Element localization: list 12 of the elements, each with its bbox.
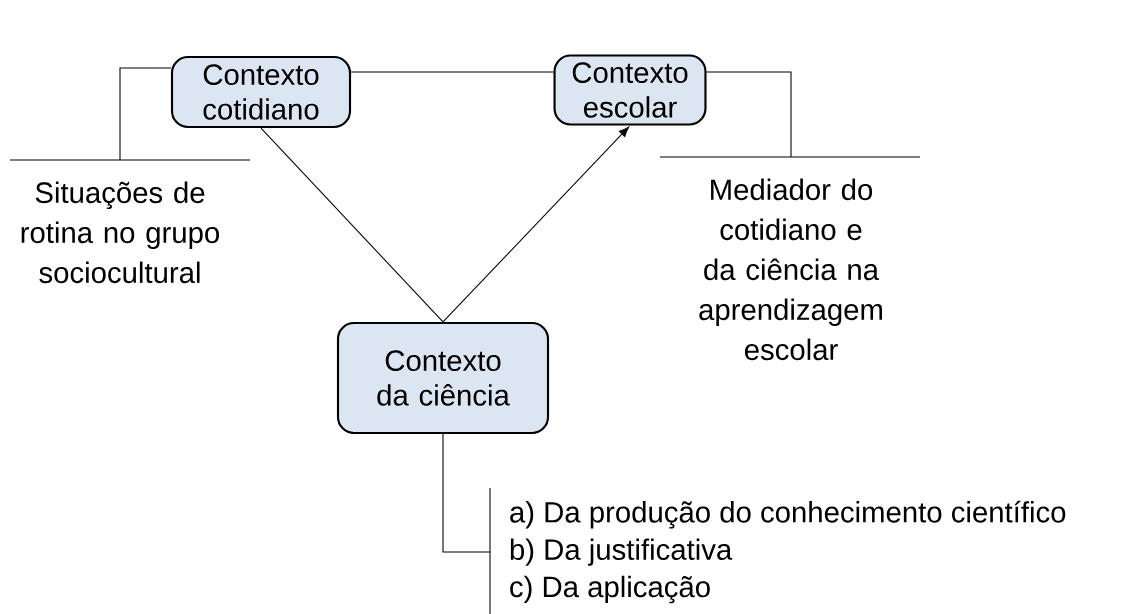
- connector-line: [350, 71, 554, 73]
- arrow: [442, 126, 630, 323]
- leader-line: [442, 433, 491, 553]
- context-box: Contexto cotidiano: [170, 55, 352, 129]
- leader-line: [706, 71, 792, 158]
- note-text: Situações de rotina no grupo sociocultural: [21, 181, 219, 284]
- list-text: a) Da produção do conhecimento científico b) Da justificativa c) Da aplicação: [510, 500, 1066, 604]
- connector-line: [260, 127, 444, 323]
- note-text: Mediador do cotidiano e da ciência na aprendizagem escolar: [699, 178, 882, 361]
- context-box: Contexto da ciência: [336, 321, 550, 435]
- context-box: Contexto escolar: [553, 54, 707, 126]
- leader-line: [119, 67, 172, 161]
